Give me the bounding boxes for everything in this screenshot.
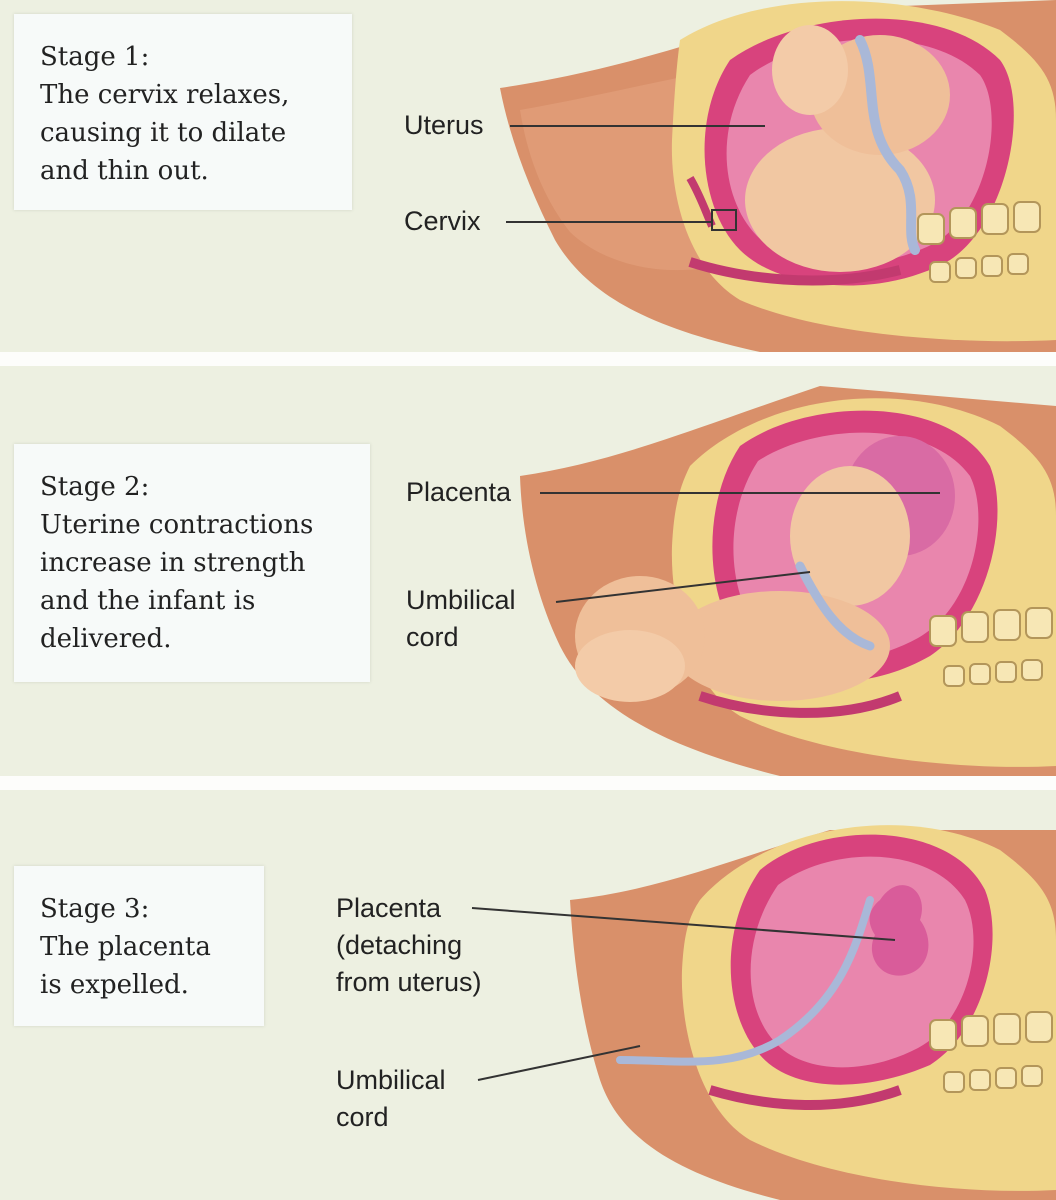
label-placenta-detaching: Placenta (detaching from uterus) bbox=[336, 893, 482, 997]
stage-1-illustration bbox=[500, 0, 1056, 352]
stage-2-line-3: and the infant is bbox=[40, 586, 256, 616]
stage-2-title: Stage 2: bbox=[40, 472, 150, 502]
stage-1-textbox: Stage 1: The cervix relaxes, causing it … bbox=[14, 14, 352, 210]
stage-1-line-3: and thin out. bbox=[40, 156, 209, 186]
stage-1-line-2: causing it to dilate bbox=[40, 118, 287, 148]
label-placenta: Placenta bbox=[406, 477, 512, 507]
stage-2-line-1: Uterine contractions bbox=[40, 510, 314, 540]
stage-1-title: Stage 1: bbox=[40, 42, 150, 72]
stage-2-panel: Stage 2: Uterine contractions increase i… bbox=[0, 366, 1056, 776]
stage-2-illustration bbox=[520, 386, 1056, 776]
stage-1-line-1: The cervix relaxes, bbox=[40, 80, 290, 110]
divider-2 bbox=[0, 776, 1056, 790]
stage-1-panel: Stage 1: The cervix relaxes, causing it … bbox=[0, 0, 1056, 352]
label-cervix: Cervix bbox=[404, 206, 481, 236]
stage-3-textbox: Stage 3: The placenta is expelled. bbox=[14, 866, 264, 1026]
stage-2-line-2: increase in strength bbox=[40, 548, 306, 578]
stage-3-title: Stage 3: bbox=[40, 894, 150, 924]
stage-2-line-4: delivered. bbox=[40, 624, 172, 654]
stage-3-line-1: The placenta bbox=[40, 932, 211, 962]
stage-3-panel: Stage 3: The placenta is expelled. Place… bbox=[0, 790, 1056, 1200]
stage-2-textbox: Stage 2: Uterine contractions increase i… bbox=[14, 444, 370, 682]
label-umbilical-cord-3: Umbilical cord bbox=[336, 1065, 446, 1132]
divider-1 bbox=[0, 352, 1056, 366]
label-umbilical-cord: Umbilical cord bbox=[406, 585, 516, 652]
label-uterus: Uterus bbox=[404, 110, 484, 140]
stage-3-line-2: is expelled. bbox=[40, 970, 189, 1000]
